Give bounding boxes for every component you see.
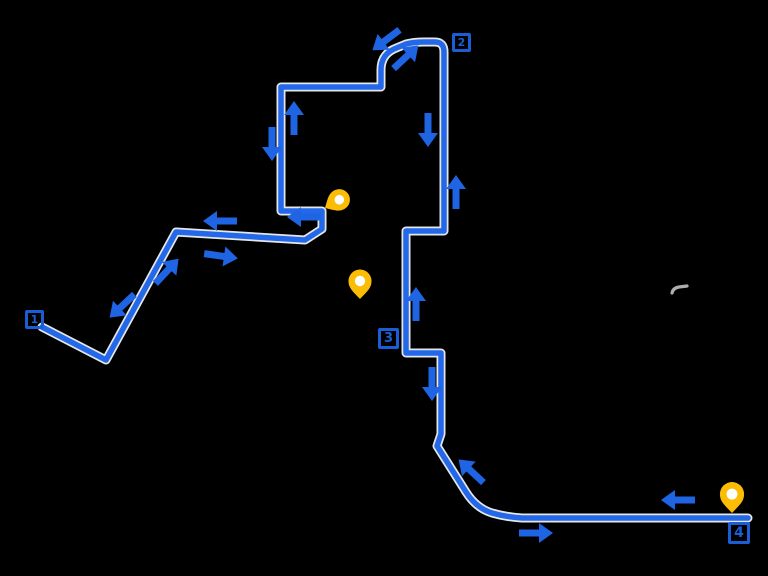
location-pin-3[interactable]: [719, 482, 745, 513]
pin-center-dot: [726, 488, 738, 500]
waypoint-label-1: 1: [30, 313, 39, 326]
direction-arrow-west: [661, 490, 695, 510]
direction-arrow-northeast: [152, 258, 179, 286]
pin-center-dot: [354, 275, 366, 287]
direction-arrow-south: [262, 127, 282, 161]
direction-arrow-northwest: [458, 459, 486, 486]
direction-arrow-southwest: [109, 291, 137, 318]
direction-arrow-west: [203, 211, 237, 231]
location-pin-1[interactable]: [320, 185, 354, 217]
direction-arrow-northeast: [391, 45, 419, 72]
direction-arrow-north: [284, 101, 304, 135]
pin-center-dot: [334, 194, 345, 205]
waypoint-marker-4[interactable]: 4: [728, 522, 750, 544]
waypoint-marker-3[interactable]: 3: [378, 328, 399, 349]
waypoint-label-4: 4: [734, 525, 744, 541]
direction-arrow-southwest: [372, 26, 402, 51]
waypoint-marker-2[interactable]: 2: [452, 33, 471, 52]
direction-arrow-south: [422, 367, 442, 401]
direction-arrow-east: [519, 523, 553, 543]
route-line[interactable]: [39, 39, 751, 521]
map-debris-mark: [670, 284, 689, 295]
direction-arrow-south: [418, 113, 438, 147]
waypoint-marker-1[interactable]: 1: [25, 310, 44, 329]
location-pin-2[interactable]: [348, 269, 372, 300]
waypoint-label-3: 3: [383, 331, 394, 346]
waypoint-label-2: 2: [457, 36, 466, 49]
direction-arrow-east: [203, 246, 238, 267]
direction-arrow-north: [406, 287, 426, 321]
direction-arrow-west: [287, 207, 321, 227]
direction-arrow-north: [446, 175, 466, 209]
